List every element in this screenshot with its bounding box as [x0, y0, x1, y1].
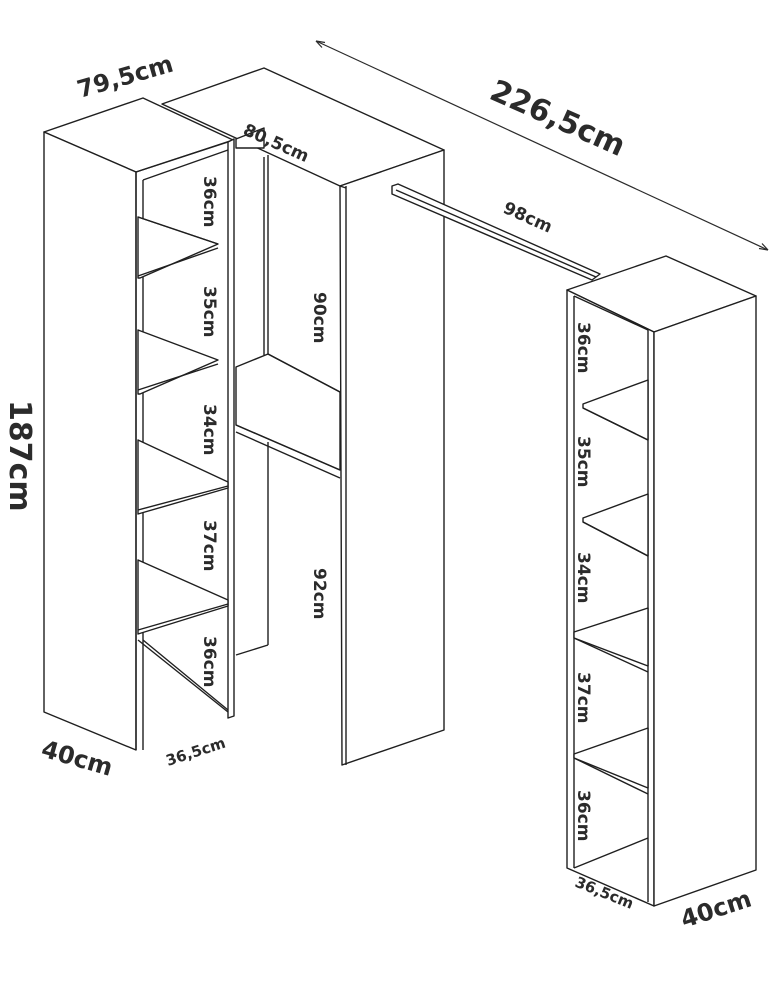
left-shelf-spacing-label: 37cm: [199, 520, 219, 571]
middle-hanging-section: [161, 67, 445, 766]
height-label: 187cm: [2, 400, 37, 512]
rail-length-label: 98cm: [500, 198, 555, 237]
left-tower-shelves: [137, 216, 229, 713]
hanging-upper-label: 90cm: [309, 292, 329, 343]
right-tower-side-panel: [653, 295, 757, 907]
left-shelf-spacing-label: 35cm: [199, 286, 219, 337]
left-tower-side-panel: [43, 131, 137, 751]
right-shelf-spacing-label: 37cm: [573, 672, 593, 723]
hanging-rail: [391, 183, 601, 281]
left-tower-inner-panel: [227, 138, 235, 719]
overall-width-dimension: [315, 40, 769, 251]
middle-side-panel: [339, 149, 445, 766]
right-shelf-spacing-label: 36cm: [573, 322, 593, 373]
left-inner-depth-label: 36,5cm: [164, 734, 228, 770]
left-shelf-spacing-label: 34cm: [199, 404, 219, 455]
left-shelf-spacing-label: 36cm: [199, 176, 219, 227]
middle-shelf: [235, 353, 341, 471]
left-depth-top-label: 79,5cm: [74, 50, 176, 104]
left-shelf-tower: [43, 97, 235, 751]
right-shelf-tower: [566, 255, 757, 907]
right-shelf-spacing-label: 34cm: [573, 552, 593, 603]
overall-width-label: 226,5cm: [485, 73, 631, 164]
right-shelf-spacing-label: 35cm: [573, 436, 593, 487]
hanging-lower-label: 92cm: [309, 568, 329, 619]
left-shelf-spacing-label: 36cm: [199, 636, 219, 687]
left-depth-bottom-label: 40cm: [38, 735, 116, 782]
right-shelf-spacing-label: 36cm: [573, 790, 593, 841]
right-tower-shelves: [573, 379, 649, 795]
